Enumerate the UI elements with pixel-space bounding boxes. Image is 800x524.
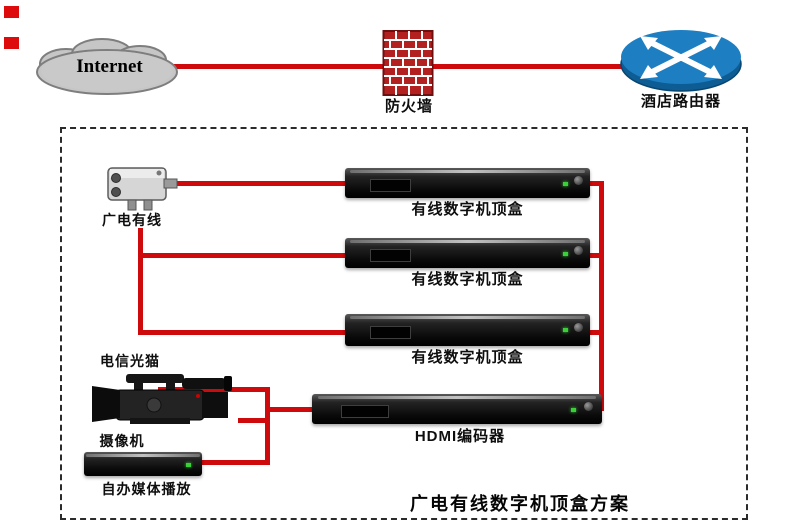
device-led — [562, 328, 568, 333]
line-internet-firewall — [158, 64, 384, 69]
device-top-edge — [349, 316, 586, 319]
device-top-edge — [86, 454, 200, 457]
device-led — [186, 462, 192, 467]
media-player-device — [84, 452, 202, 476]
line-stb3-right — [586, 330, 604, 335]
line-stb2-right — [586, 253, 604, 258]
router-label: 酒店路由器 — [640, 93, 721, 110]
line-splitter-stb2 — [138, 253, 348, 258]
device-knob — [573, 176, 583, 186]
firewall-icon — [382, 29, 434, 97]
device-top-edge — [349, 170, 586, 173]
media-player-label: 自办媒体播放 — [101, 481, 192, 497]
set-top-box-device — [345, 314, 590, 346]
line-to-encoder — [265, 407, 317, 412]
internet-label: Internet — [76, 56, 143, 77]
camera-label: 摄像机 — [99, 433, 145, 449]
modem-label: 电信光猫 — [100, 353, 160, 369]
solution-boundary-box — [60, 127, 748, 520]
line-splitter-vertical — [138, 228, 143, 335]
encoder-label: HDMI编码器 — [414, 428, 506, 445]
hotel-router-icon — [618, 26, 744, 94]
device-knob — [573, 246, 583, 256]
device-display — [341, 404, 390, 418]
solution-title: 广电有线数字机顶盒方案 — [410, 494, 630, 514]
stb-label: 有线数字机顶盒 — [411, 349, 524, 366]
stb-label: 有线数字机顶盒 — [411, 271, 524, 288]
device-led — [562, 251, 568, 256]
line-right-vertical — [599, 181, 604, 411]
device-led — [562, 181, 568, 186]
line-player-out — [200, 460, 270, 465]
line-left-vertical — [265, 387, 270, 465]
line-camera-out — [238, 418, 270, 423]
line-splitter-stb1 — [174, 181, 348, 186]
line-stb1-right — [586, 181, 604, 186]
line-splitter-stb3 — [138, 330, 348, 335]
device-knob — [573, 322, 583, 332]
device-top-edge — [317, 396, 597, 399]
device-display — [369, 325, 411, 340]
hdmi-encoder-device — [312, 394, 602, 424]
firewall-label: 防火墙 — [384, 98, 433, 115]
device-led — [570, 407, 576, 412]
camcorder-icon — [90, 372, 240, 436]
stb-label: 有线数字机顶盒 — [411, 201, 524, 218]
red-marker — [4, 37, 19, 49]
set-top-box-device — [345, 238, 590, 268]
red-marker — [4, 6, 19, 18]
line-firewall-router — [432, 64, 628, 69]
set-top-box-device — [345, 168, 590, 198]
internet-cloud-icon — [30, 34, 185, 100]
device-display — [369, 248, 411, 262]
device-knob — [584, 402, 594, 412]
device-display — [369, 178, 411, 192]
device-top-edge — [349, 240, 586, 243]
cable-source-label: 广电有线 — [102, 212, 162, 228]
cable-splitter-icon — [98, 156, 180, 214]
line-modem-out — [158, 387, 270, 392]
